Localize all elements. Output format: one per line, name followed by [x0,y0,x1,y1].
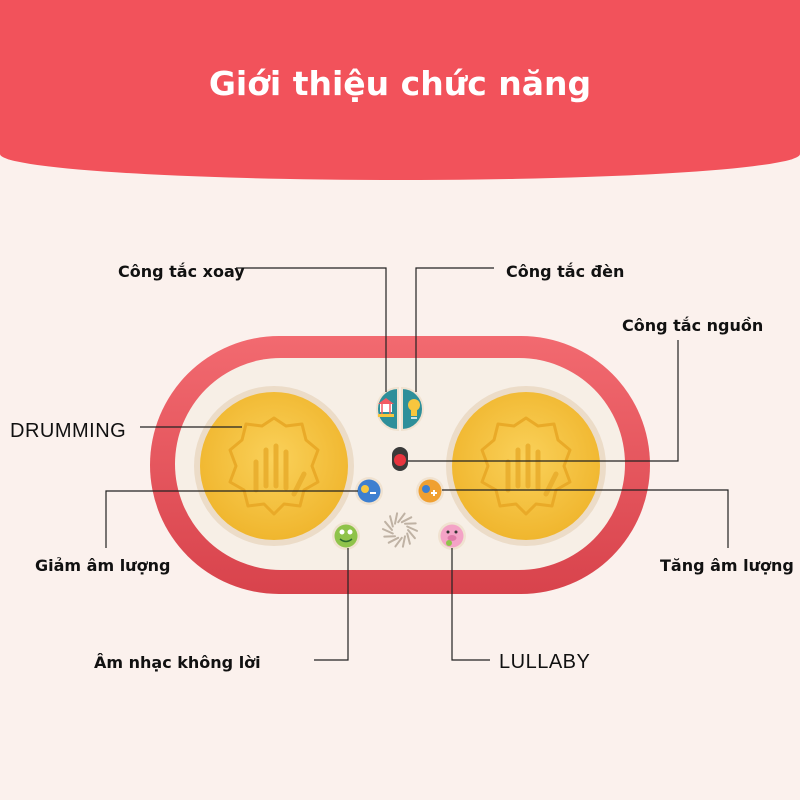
drumming-label: DRUMMING [10,420,127,442]
lullaby-button[interactable] [438,522,466,550]
lullaby-leader [451,548,490,661]
volume-down-leader [105,490,358,548]
left-drum-pad[interactable] [194,386,354,546]
volume-down-icon [361,485,376,494]
rotation-switch-leader [236,267,387,392]
rotation-switch-label: Công tắc xoay [118,262,245,281]
volume-down-label: Giảm âm lượng [35,556,171,575]
power-slider-icon [394,454,406,466]
pig-lullaby-icon [446,530,458,546]
volume-up-leader [442,489,729,548]
grille-slot [407,529,416,540]
header-banner [0,0,800,180]
instrumental-music-leader [314,548,349,661]
instrumental-music-button[interactable] [332,522,360,550]
rotation-switch-button[interactable] [376,386,399,432]
power-switch-leader [408,340,679,462]
light-bulb-icon [408,399,420,419]
power-switch-label: Công tắc nguồn [622,316,764,335]
hand-print-icon [228,416,320,516]
hand-print-icon [480,416,572,516]
instrumental-music-label: Âm nhạc không lời [94,653,261,672]
grille-slot [389,515,394,528]
light-switch-label: Công tắc đèn [506,262,625,281]
volume-up-label: Tăng âm lượng [660,556,794,575]
grille-slot [400,516,413,524]
grille-slot [394,536,403,548]
power-switch[interactable] [392,447,408,471]
grille-slot [406,532,411,545]
grille-slot [406,525,418,532]
volume-up-icon [422,485,437,496]
speaker-grille-icon [382,512,418,548]
volume-up-button[interactable] [416,477,444,505]
grille-slot [382,528,394,535]
page-title: Giới thiệu chức năng [208,64,592,103]
volume-down-button[interactable] [355,477,383,505]
grille-slot [394,512,399,525]
right-drum-pad[interactable] [446,386,606,546]
light-switch-leader [415,267,494,392]
grille-slot [401,535,406,548]
grille-slot [387,536,400,544]
lullaby-label: LULLABY [499,651,591,673]
grille-slot [397,512,406,524]
frog-music-icon [339,529,353,543]
carousel-icon [378,398,394,417]
grille-slot [384,520,393,531]
light-switch-button[interactable] [401,386,424,432]
